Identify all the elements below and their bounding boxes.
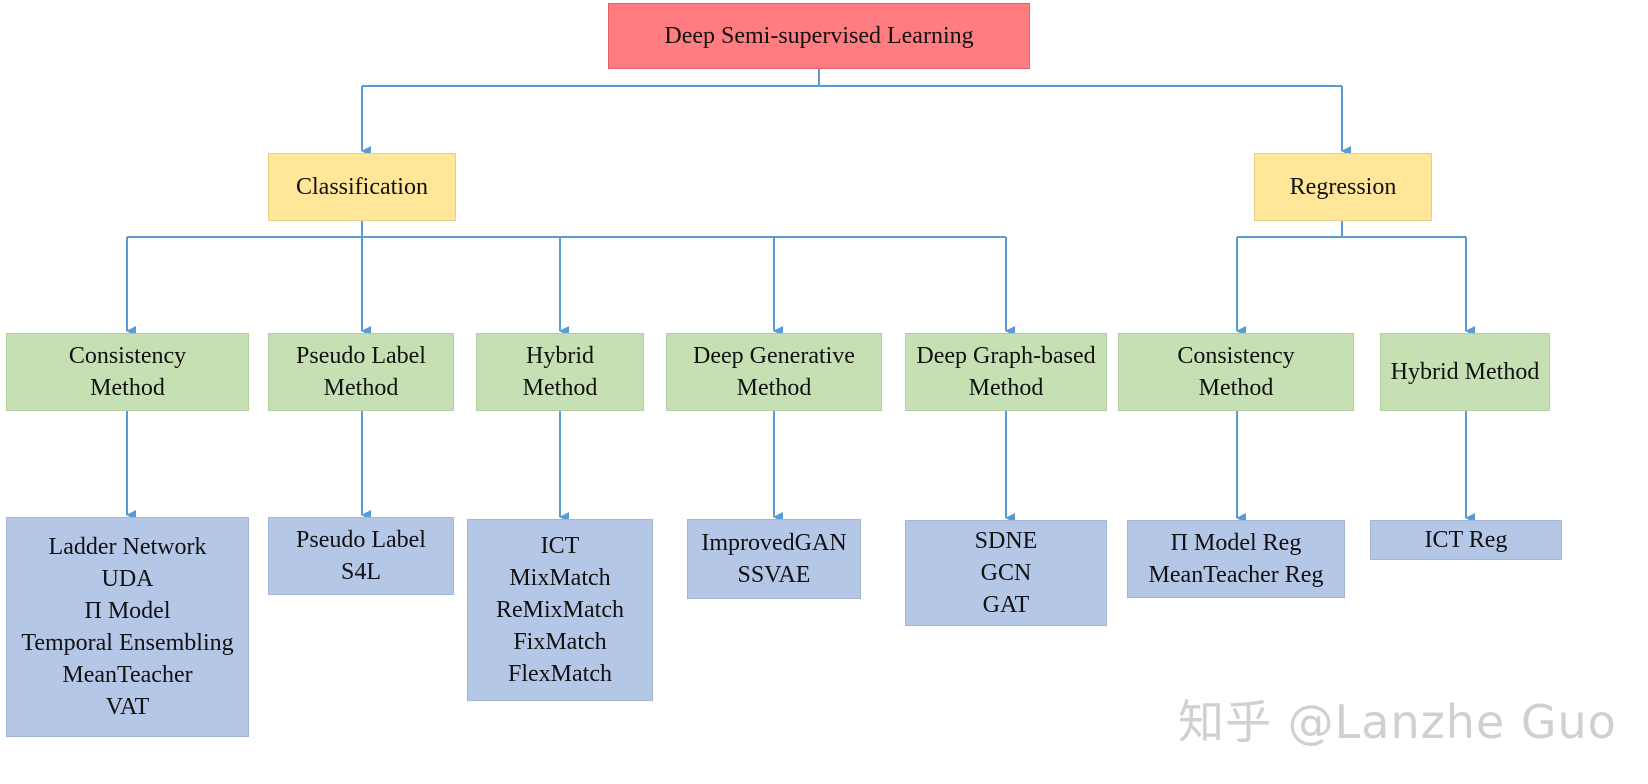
example-item: ReMixMatch <box>496 597 624 623</box>
example-item: Π Model Reg <box>1170 530 1302 556</box>
examples-pseudo-label: Pseudo Label S4L <box>268 517 454 595</box>
method-label-line: Pseudo Label <box>296 343 426 369</box>
examples-consistency: Ladder Network UDA Π Model Temporal Ense… <box>6 517 249 737</box>
regression-node: Regression <box>1254 153 1432 221</box>
method-consistency: Consistency Method <box>6 333 249 411</box>
example-item: ICT <box>540 533 580 559</box>
example-item: MeanTeacher <box>62 662 193 688</box>
method-deep-generative: Deep Generative Method <box>666 333 882 411</box>
example-item: MixMatch <box>509 565 611 591</box>
method-label-line: Method <box>90 375 165 401</box>
watermark: 知乎 @Lanzhe Guo <box>1178 695 1617 749</box>
examples-hybrid: ICT MixMatch ReMixMatch FixMatch FlexMat… <box>467 519 653 701</box>
method-label-line: Method <box>968 375 1044 401</box>
method-label-line: Deep Graph-based <box>916 343 1096 369</box>
method-consistency-reg: Consistency Method <box>1118 333 1354 411</box>
examples-hybrid-reg: ICT Reg <box>1370 520 1562 560</box>
examples-deep-generative: ImprovedGAN SSVAE <box>687 519 861 599</box>
example-item: Π Model <box>84 598 171 624</box>
example-item: SDNE <box>974 528 1038 554</box>
example-item: Pseudo Label <box>296 527 426 553</box>
method-deep-graph-based: Deep Graph-based Method <box>905 333 1107 411</box>
example-item: FlexMatch <box>508 661 612 687</box>
classification-node: Classification <box>268 153 456 221</box>
method-hybrid: Hybrid Method <box>476 333 644 411</box>
example-item: SSVAE <box>737 562 811 588</box>
example-item: ImprovedGAN <box>701 530 847 556</box>
example-item: Temporal Ensembling <box>21 630 234 656</box>
example-item: ICT Reg <box>1424 527 1508 553</box>
examples-deep-graph-based: SDNE GCN GAT <box>905 520 1107 626</box>
method-pseudo-label: Pseudo Label Method <box>268 333 454 411</box>
method-label-line: Method <box>522 375 598 401</box>
method-label-line: Method <box>1198 375 1274 401</box>
root-label: Deep Semi-supervised Learning <box>664 23 974 49</box>
method-label-line: Method <box>323 375 399 401</box>
regression-label: Regression <box>1289 174 1397 200</box>
method-label-line: Consistency <box>68 343 187 369</box>
root-node: Deep Semi-supervised Learning <box>608 3 1030 69</box>
example-item: UDA <box>101 566 154 592</box>
example-item: GAT <box>982 592 1030 618</box>
method-label-line: Consistency <box>1177 343 1295 369</box>
method-label-line: Hybrid Method <box>1390 359 1540 385</box>
example-item: MeanTeacher Reg <box>1148 562 1324 588</box>
example-item: FixMatch <box>513 629 607 655</box>
example-item: Ladder Network <box>48 534 207 560</box>
method-label-line: Deep Generative <box>693 343 855 369</box>
example-item: S4L <box>340 559 381 585</box>
examples-consistency-reg: Π Model Reg MeanTeacher Reg <box>1127 520 1345 598</box>
classification-label: Classification <box>296 174 428 200</box>
method-label-line: Method <box>736 375 812 401</box>
example-item: VAT <box>105 694 150 720</box>
method-label-line: Hybrid <box>526 343 594 369</box>
example-item: GCN <box>980 560 1032 586</box>
method-hybrid-reg: Hybrid Method <box>1380 333 1550 411</box>
